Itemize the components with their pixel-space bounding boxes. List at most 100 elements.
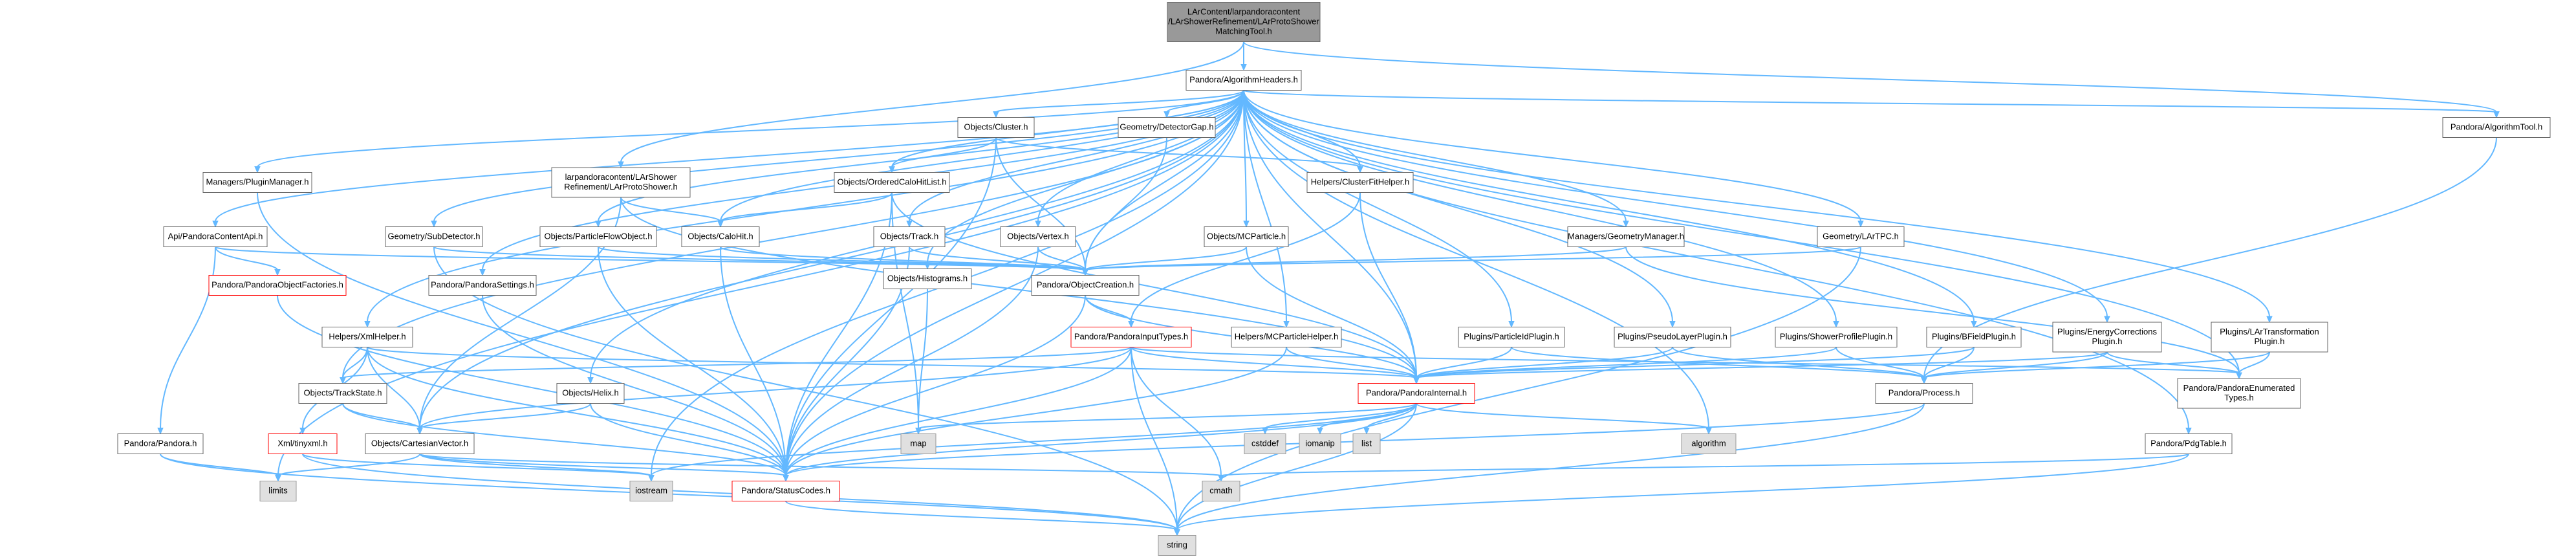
node-iomanip[interactable]: iomanip (1299, 433, 1341, 454)
node-objorderedcalo[interactable]: Objects/OrderedCaloHitList.h (834, 172, 950, 193)
node-statuscodes[interactable]: Pandora/StatusCodes.h (731, 481, 840, 501)
node-pandorainternal[interactable]: Pandora/PandoraInternal.h (1358, 383, 1475, 404)
node-pdgtable[interactable]: Pandora/PdgTable.h (2145, 433, 2233, 454)
node-plugparticleid[interactable]: Plugins/ParticleIdPlugin.h (1458, 327, 1565, 347)
node-helpmcp[interactable]: Helpers/MCParticleHelper.h (1231, 327, 1342, 347)
edge-line (1243, 90, 1861, 222)
edge-line (598, 247, 786, 476)
node-box (202, 172, 312, 193)
node-label: map (910, 439, 926, 448)
node-map[interactable]: map (900, 433, 936, 454)
node-iostream[interactable]: iostream (629, 481, 673, 501)
node-plugpseudolayer[interactable]: Plugins/PseudoLayerPlugin.h (1614, 327, 1731, 347)
edge-line (1037, 247, 1086, 270)
edge-line (2238, 351, 2270, 374)
node-objcluster[interactable]: Objects/Cluster.h (957, 117, 1035, 138)
node-xmltiny[interactable]: Xml/tinyxml.h (268, 433, 338, 454)
node-box (163, 226, 268, 247)
node-box (1244, 433, 1286, 454)
node-box (2145, 433, 2233, 454)
edge-line (433, 247, 1178, 531)
node-geomlartpc[interactable]: Geometry/LArTPC.h (1817, 226, 1905, 247)
edge-line (1243, 90, 1287, 322)
node-label: Objects/Track.h (880, 232, 939, 241)
node-box (208, 275, 347, 296)
node-label: Pandora/PdgTable.h (2150, 439, 2227, 448)
edge-plugpseudolayer-to-pandorainternal (1413, 346, 1673, 384)
node-objhistograms[interactable]: Objects/Histograms.h (883, 269, 972, 289)
edge-line (419, 402, 591, 430)
node-algorithm[interactable]: algorithm (1681, 433, 1737, 454)
edge-line (1176, 454, 2189, 531)
node-label: Api/PandoraContentApi.h (168, 232, 263, 241)
edge-line (1416, 346, 1975, 379)
node-label: Refinement/LArProtoShower.h (564, 182, 678, 192)
node-helpxml[interactable]: Helpers/XmlHelper.h (321, 327, 413, 347)
node-label: Plugins/PseudoLayerPlugin.h (1618, 332, 1727, 342)
node-box (873, 226, 946, 247)
node-pandoraprocess[interactable]: Pandora/Process.h (1875, 383, 1973, 404)
edge-line (419, 453, 652, 477)
edge-line (215, 90, 1244, 222)
node-objhelix[interactable]: Objects/Helix.h (556, 383, 625, 404)
node-objmcp[interactable]: Objects/MCParticle.h (1204, 226, 1289, 247)
node-list[interactable]: list (1352, 433, 1381, 454)
edge-arrowhead (1262, 428, 1268, 435)
node-objfactories[interactable]: Pandora/PandoraObjectFactories.h (208, 275, 347, 296)
edge-line (720, 192, 893, 223)
node-objcartesian[interactable]: Objects/CartesianVector.h (365, 433, 475, 454)
node-label: Objects/OrderedCaloHitList.h (837, 177, 946, 187)
node-string[interactable]: string (1158, 535, 1196, 556)
node-objtrack[interactable]: Objects/Track.h (873, 226, 946, 247)
node-label: LArContent/larpandoracontent (1187, 7, 1301, 17)
node-geomdetgap[interactable]: Geometry/DetectorGap.h (1118, 117, 1216, 138)
node-plugbfield[interactable]: Plugins/BFieldPlugin.h (1926, 327, 2022, 347)
edge-algheaders-to-helpmcp (1243, 90, 1290, 328)
node-geomsubdet[interactable]: Geometry/SubDetector.h (385, 226, 483, 247)
node-objcreation[interactable]: Pandora/ObjectCreation.h (1031, 275, 1140, 296)
edge-arrowhead (417, 428, 423, 435)
node-box (1000, 226, 1076, 247)
edge-arrowhead (275, 475, 281, 482)
node-pandorainputtypes[interactable]: Pandora/PandoraInputTypes.h (1070, 327, 1192, 347)
node-box (834, 172, 950, 193)
node-objtrackstate[interactable]: Objects/TrackState.h (298, 383, 387, 404)
node-label: iomanip (1305, 439, 1335, 448)
node-pandorasettings[interactable]: Pandora/PandoraSettings.h (428, 275, 537, 296)
node-helpclusterfit[interactable]: Helpers/ClusterFitHelper.h (1306, 172, 1414, 193)
edge-algheaders-to-algtool (1243, 89, 2500, 118)
node-larprotoshower[interactable]: larpandoracontent/LArShowerRefinement/LA… (551, 167, 691, 198)
node-mgrgeom[interactable]: Managers/GeometryManager.h (1567, 226, 1685, 247)
edge-arrowhead (1971, 321, 1977, 328)
node-box (1306, 172, 1414, 193)
node-limits[interactable]: limits (259, 481, 297, 501)
node-cstddef[interactable]: cstddef (1244, 433, 1286, 454)
edge-arrowhead (431, 221, 437, 228)
node-apicontent[interactable]: Api/PandoraContentApi.h (163, 226, 268, 247)
node-objcalohit[interactable]: Objects/CaloHit.h (681, 226, 760, 247)
edge-line (995, 137, 1086, 270)
node-box (1567, 226, 1685, 247)
edge-line (1366, 403, 1417, 429)
edge-pdgtable-to-string (1174, 454, 2189, 536)
node-objpfo[interactable]: Objects/ParticleFlowObject.h (539, 226, 657, 247)
edge-algheaders-to-plugshowerprofile (1243, 90, 1839, 328)
node-plugshowerprofile[interactable]: Plugins/ShowerProfilePlugin.h (1775, 327, 1898, 347)
node-algtool[interactable]: Pandora/AlgorithmTool.h (2442, 117, 2551, 138)
node-mgrplugin[interactable]: Managers/PluginManager.h (202, 172, 312, 193)
edge-line (1176, 403, 1417, 531)
node-box (1458, 327, 1565, 347)
node-root[interactable]: LArContent/larpandoracontent/LArShowerRe… (1167, 2, 1321, 42)
edge-line (785, 247, 1039, 476)
edge-layer (157, 41, 2500, 536)
node-label: Pandora/PandoraInternal.h (1366, 388, 1467, 398)
edge-arrowhead (2185, 428, 2192, 435)
edge-line (342, 403, 786, 476)
node-pandorapandora[interactable]: Pandora/Pandora.h (117, 433, 204, 454)
node-cmath[interactable]: cmath (1202, 481, 1240, 501)
node-algheaders[interactable]: Pandora/AlgorithmHeaders.h (1185, 70, 1302, 91)
node-objvertex[interactable]: Objects/Vertex.h (1000, 226, 1076, 247)
